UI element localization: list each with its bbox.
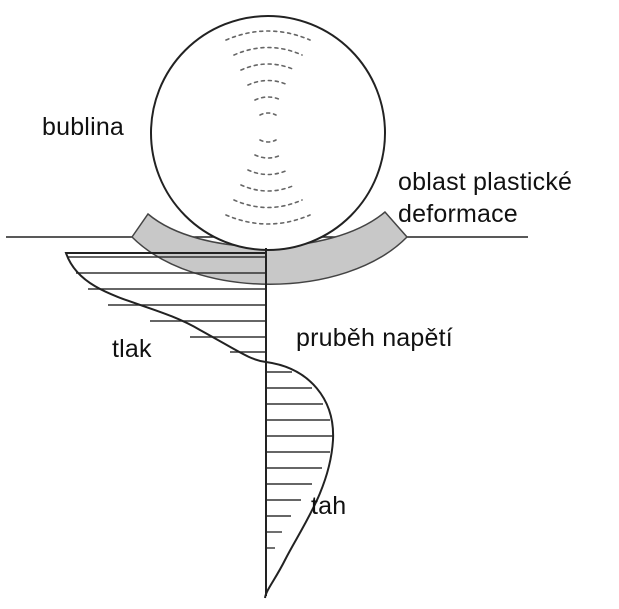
bubble-label: bublina [42,115,124,140]
compression-label: tlak [112,337,152,362]
tension-label: tah [311,494,346,519]
plastic-zone-label-line1: oblast plastické [398,170,572,195]
bubble-circle [151,16,385,250]
stress-profile-label: pruběh napětí [296,326,453,351]
plastic-zone-label-line2: deformace [398,202,518,227]
